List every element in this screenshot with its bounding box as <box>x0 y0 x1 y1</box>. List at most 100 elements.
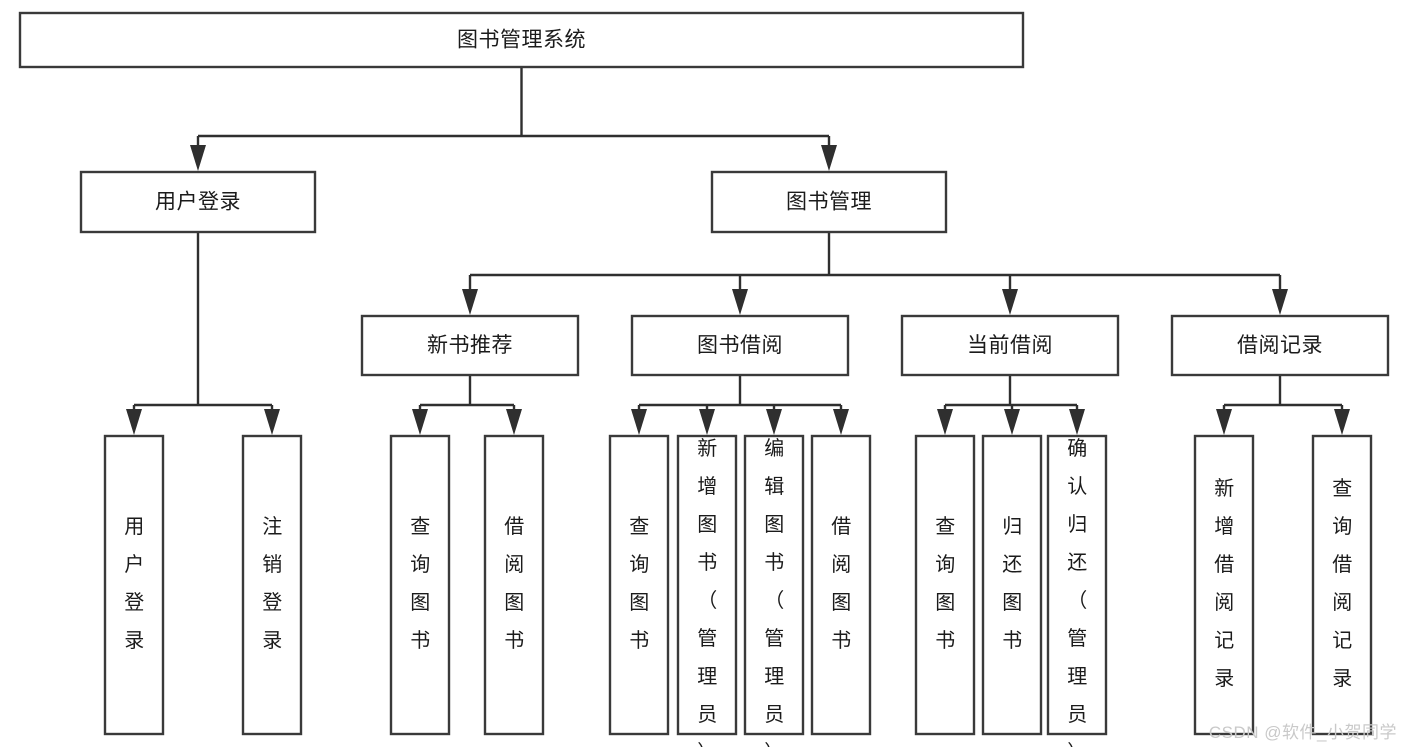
node-label-char: 新 <box>697 437 719 460</box>
node-label-char: 阅 <box>1214 591 1236 614</box>
node-label-char: 询 <box>629 553 651 576</box>
node-label-char: 还 <box>1067 551 1089 574</box>
node-label-char: 询 <box>1332 515 1354 538</box>
node-leaf-return-book[interactable]: 归还图书 <box>981 434 1043 736</box>
node-box-leaf-edit-book-admin <box>743 434 805 736</box>
arrowhead-icon-book-manage <box>821 145 837 171</box>
node-label-book-manage: 图书管理 <box>786 191 872 214</box>
node-box-leaf-borrow-book-1 <box>483 434 545 736</box>
node-label-char: 认 <box>1067 475 1089 498</box>
node-leaf-borrow-book-1[interactable]: 借阅图书 <box>483 434 545 736</box>
node-label-char: 借 <box>831 515 853 538</box>
node-book-manage[interactable]: 图书管理 <box>710 170 948 234</box>
node-label-char: 询 <box>935 553 957 576</box>
node-label-char: 登 <box>262 591 284 614</box>
node-root[interactable]: 图书管理系统 <box>18 11 1025 69</box>
node-label-root: 图书管理系统 <box>457 29 586 52</box>
node-label-char: 理 <box>697 666 719 688</box>
node-label-char: 录 <box>1214 668 1236 690</box>
node-label-char: 图 <box>764 514 786 536</box>
node-label-char: 确 <box>1067 437 1089 460</box>
node-book-borrow[interactable]: 图书借阅 <box>630 314 850 377</box>
arrowhead-icon-leaf-confirm-return-admin <box>1069 409 1085 435</box>
node-label-char: 增 <box>697 475 719 498</box>
node-leaf-query-book-2[interactable]: 查询图书 <box>608 434 670 736</box>
node-label-char: 询 <box>410 553 432 576</box>
arrowhead-icon-leaf-logout <box>264 409 280 435</box>
node-label-leaf-query-book-3: 查询图书 <box>935 515 957 652</box>
node-label-char: 销 <box>262 553 284 576</box>
node-leaf-borrow-book-2[interactable]: 借阅图书 <box>810 434 872 736</box>
node-leaf-query-borrow-record[interactable]: 查询借阅记录 <box>1311 434 1373 736</box>
node-box-current-borrow <box>900 314 1120 377</box>
node-box-leaf-confirm-return-admin <box>1046 434 1108 736</box>
node-label-char: 归 <box>1067 513 1089 536</box>
node-label-book-borrow: 图书借阅 <box>697 334 783 357</box>
node-label-char: 图 <box>1002 592 1024 614</box>
node-label-char: 借 <box>1214 553 1236 576</box>
node-label-char: ） <box>764 741 786 747</box>
node-label-char: 编 <box>764 437 786 460</box>
node-leaf-add-book-admin[interactable]: 新增图书（管理员） <box>676 434 738 747</box>
arrowhead-icon-leaf-query-book-3 <box>937 409 953 435</box>
node-label-char: 阅 <box>1332 591 1354 614</box>
node-label-char: 图 <box>831 592 853 614</box>
node-label-leaf-user-login: 用户登录 <box>124 516 146 652</box>
arrowhead-icon-leaf-query-book-1 <box>412 409 428 435</box>
node-label-char: 员 <box>764 704 786 726</box>
node-user-login[interactable]: 用户登录 <box>79 170 317 234</box>
node-leaf-edit-book-admin[interactable]: 编辑图书（管理员） <box>743 434 805 747</box>
node-label-char: 辑 <box>764 475 786 498</box>
node-label-char: 书 <box>1002 629 1024 652</box>
arrowhead-icon-new-book-recommend <box>462 289 478 315</box>
node-label-char: 增 <box>1214 515 1236 538</box>
node-label-char: 书 <box>410 629 432 652</box>
node-leaf-query-book-3[interactable]: 查询图书 <box>914 434 976 736</box>
node-label-leaf-add-book-admin: 新增图书（管理员） <box>697 437 719 747</box>
arrowhead-icon-leaf-add-borrow-record <box>1216 409 1232 435</box>
node-label-char: 借 <box>1332 553 1354 576</box>
node-current-borrow[interactable]: 当前借阅 <box>900 314 1120 377</box>
arrowhead-icon-borrow-record <box>1272 289 1288 315</box>
arrowhead-icon-leaf-borrow-book-2 <box>833 409 849 435</box>
node-label-char: 书 <box>764 551 786 574</box>
node-label-char: 书 <box>935 629 957 652</box>
node-label-leaf-query-book-1: 查询图书 <box>410 515 432 652</box>
arrowhead-icon-leaf-query-borrow-record <box>1334 409 1350 435</box>
node-label-char: 查 <box>410 515 432 538</box>
node-label-char: 归 <box>1002 515 1024 538</box>
node-borrow-record[interactable]: 借阅记录 <box>1170 314 1390 377</box>
node-label-char: 图 <box>410 592 432 614</box>
node-label-char: 还 <box>1002 553 1024 576</box>
node-leaf-query-book-1[interactable]: 查询图书 <box>389 434 451 736</box>
node-label-leaf-query-borrow-record: 查询借阅记录 <box>1332 477 1354 690</box>
node-label-char: 阅 <box>831 553 853 576</box>
node-box-root <box>18 11 1025 69</box>
node-new-book-recommend[interactable]: 新书推荐 <box>360 314 580 377</box>
node-box-leaf-add-borrow-record <box>1193 434 1255 736</box>
node-label-leaf-query-book-2: 查询图书 <box>629 515 651 652</box>
node-label-char: 书 <box>697 551 719 574</box>
node-leaf-confirm-return-admin[interactable]: 确认归还（管理员） <box>1046 434 1108 747</box>
node-leaf-user-login[interactable]: 用户登录 <box>103 434 165 736</box>
node-label-char: ） <box>697 741 719 747</box>
node-leaf-logout[interactable]: 注销登录 <box>241 434 303 736</box>
node-label-char: ） <box>1067 741 1089 747</box>
csdn-watermark: CSDN @软件_小贺同学 <box>1208 723 1397 742</box>
node-label-leaf-add-borrow-record: 新增借阅记录 <box>1214 477 1236 690</box>
arrowhead-icon-leaf-query-book-2 <box>631 409 647 435</box>
arrowhead-icon-current-borrow <box>1002 289 1018 315</box>
node-label-char: 管 <box>764 627 786 650</box>
node-label-char: 查 <box>1332 477 1354 500</box>
node-label-leaf-borrow-book-1: 借阅图书 <box>504 515 526 652</box>
node-label-char: 录 <box>1332 668 1354 690</box>
node-label-char: 户 <box>124 553 146 576</box>
node-leaf-add-borrow-record[interactable]: 新增借阅记录 <box>1193 434 1255 736</box>
node-label-char: 书 <box>831 629 853 652</box>
node-label-borrow-record: 借阅记录 <box>1237 334 1323 357</box>
node-label-char: 注 <box>262 515 284 538</box>
node-box-borrow-record <box>1170 314 1390 377</box>
node-label-char: 录 <box>124 630 146 652</box>
